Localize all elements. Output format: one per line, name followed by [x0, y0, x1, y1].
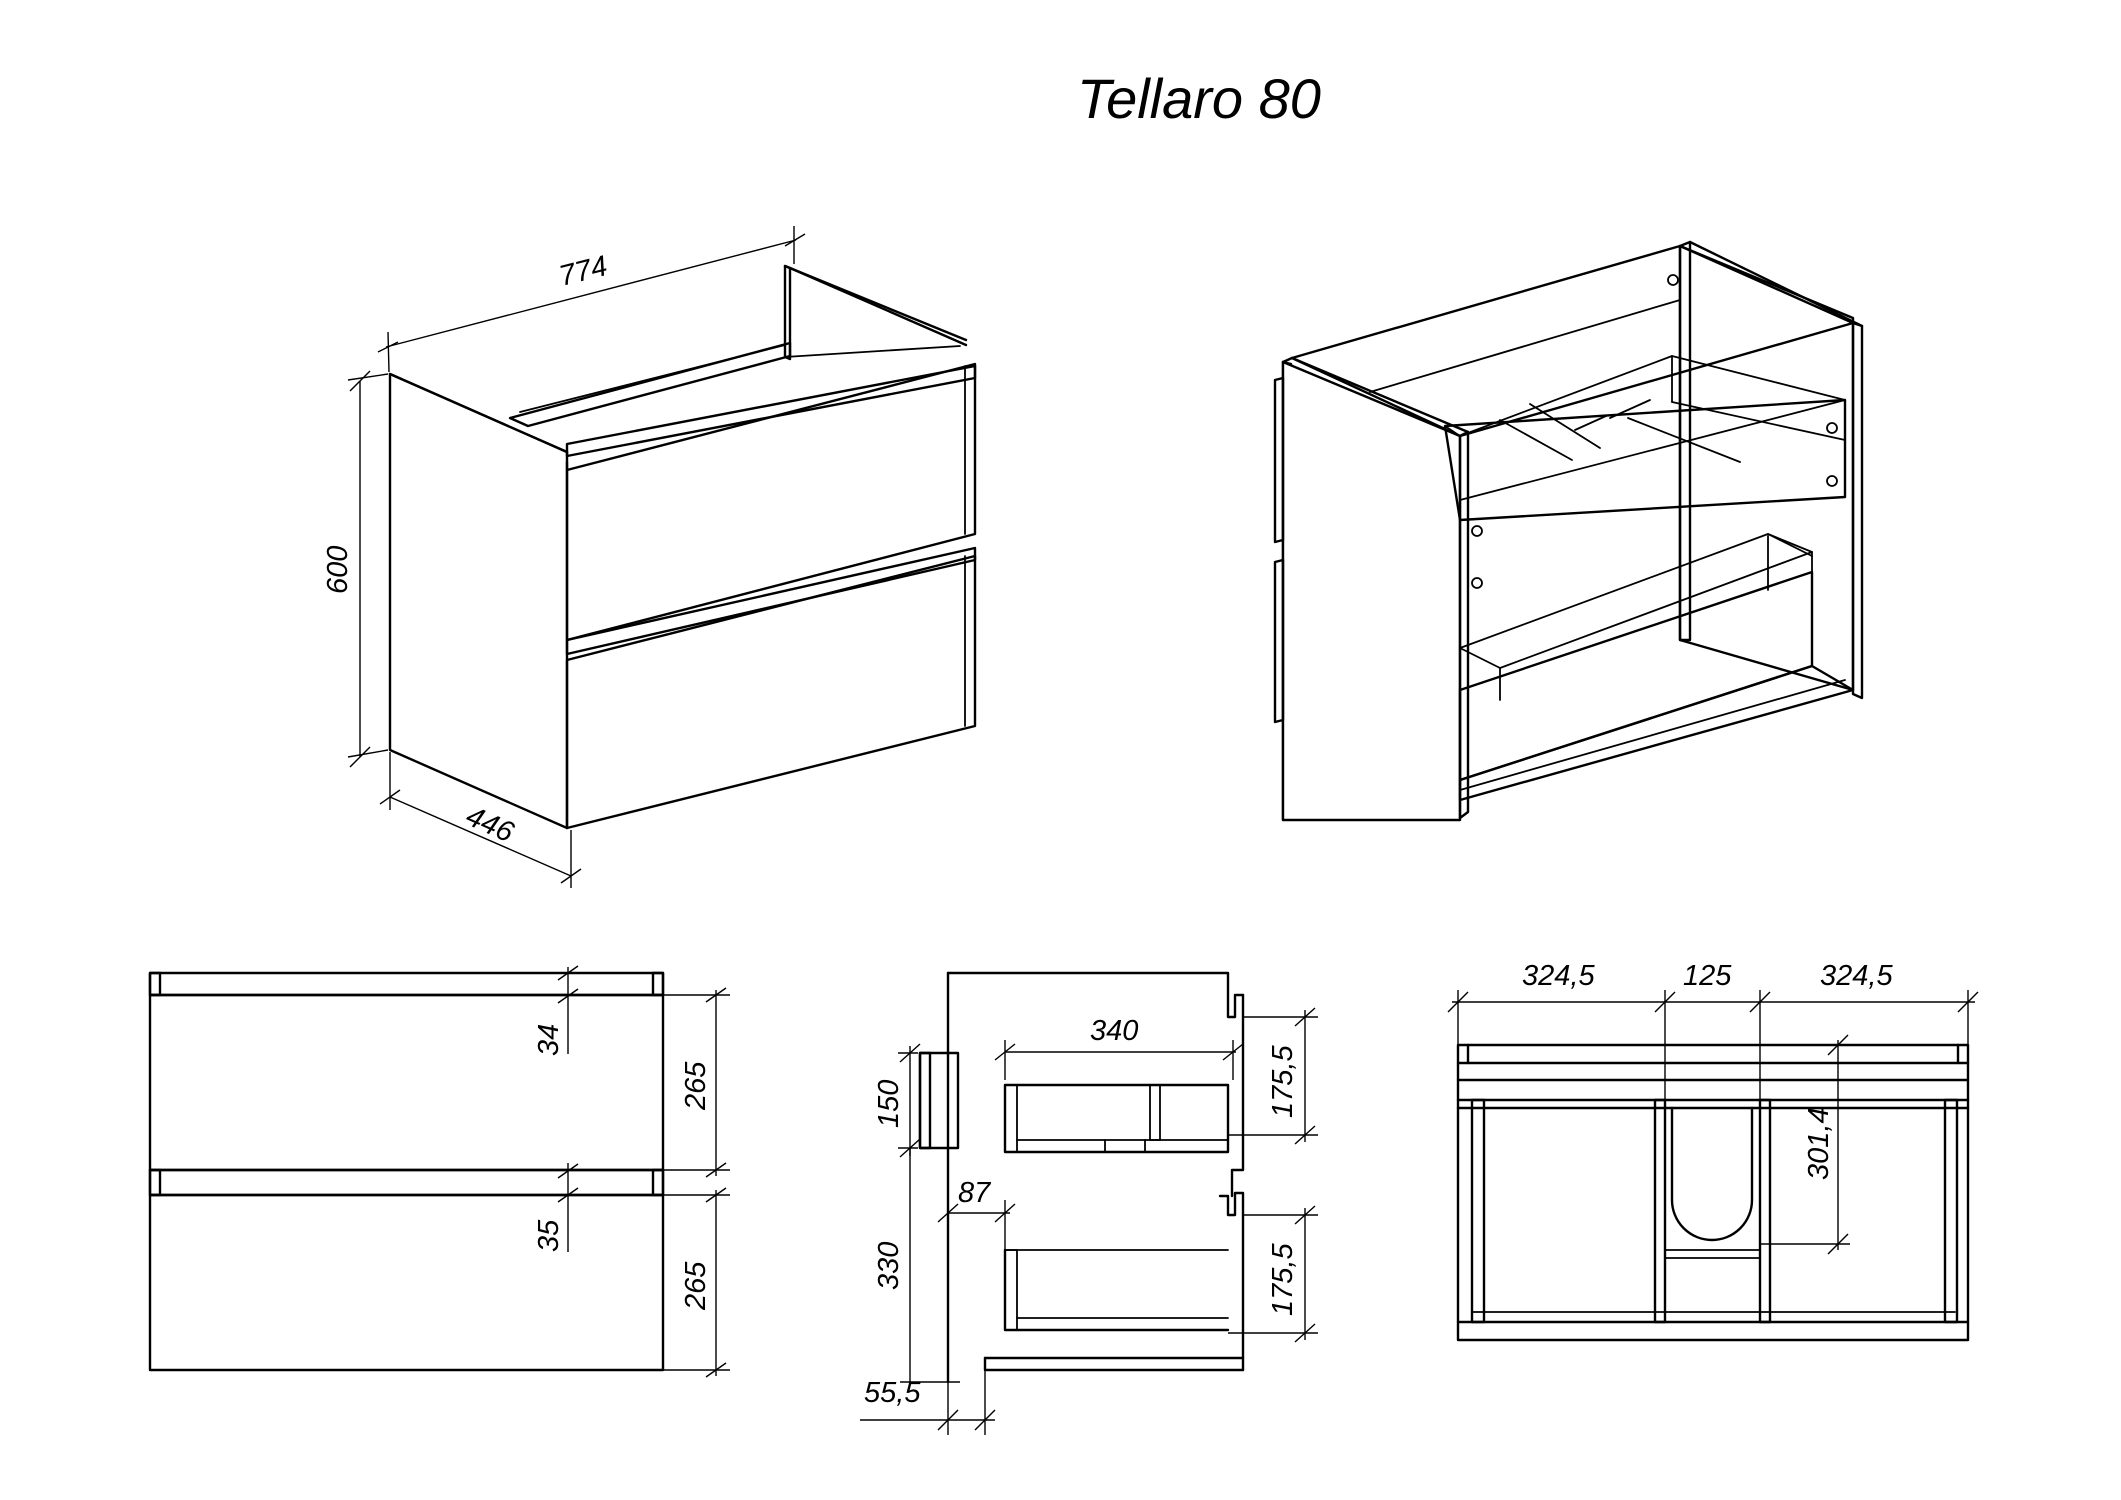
dim-drawer-depth: 340: [1090, 1015, 1138, 1047]
dim-offset: 87: [958, 1177, 992, 1209]
dim-bottom: 55,5: [864, 1377, 921, 1409]
dim-drawer-2: 265: [680, 1261, 712, 1311]
iso-front-view: 774 600 446: [322, 226, 977, 888]
dim-depth: 446: [461, 800, 519, 849]
dim-gap-1: 34: [533, 1024, 565, 1056]
dim-cutout-depth: 301,4: [1803, 1107, 1835, 1180]
front-view: 34 35 265 265: [148, 965, 730, 1378]
side-view: 340 150 330 87 55,5 175,5: [860, 971, 1318, 1435]
dim-right-width: 324,5: [1820, 960, 1893, 992]
dim-left-width: 324,5: [1522, 960, 1595, 992]
dim-gap-2: 35: [533, 1219, 565, 1252]
dim-lower-front: 330: [873, 1242, 905, 1290]
product-title: Tellaro 80: [1077, 67, 1321, 130]
dim-upper-front: 150: [873, 1080, 905, 1128]
dim-width: 774: [556, 250, 611, 293]
iso-back-view: [1273, 240, 1864, 822]
dim-center-width: 125: [1683, 960, 1732, 992]
dim-height: 600: [322, 546, 354, 594]
dim-drawer-2-side: 175,5: [1267, 1243, 1299, 1316]
dim-drawer-1-side: 175,5: [1267, 1045, 1299, 1118]
top-view: 324,5 125 324,5 301,4: [1447, 960, 1979, 1342]
dim-drawer-1: 265: [680, 1061, 712, 1111]
